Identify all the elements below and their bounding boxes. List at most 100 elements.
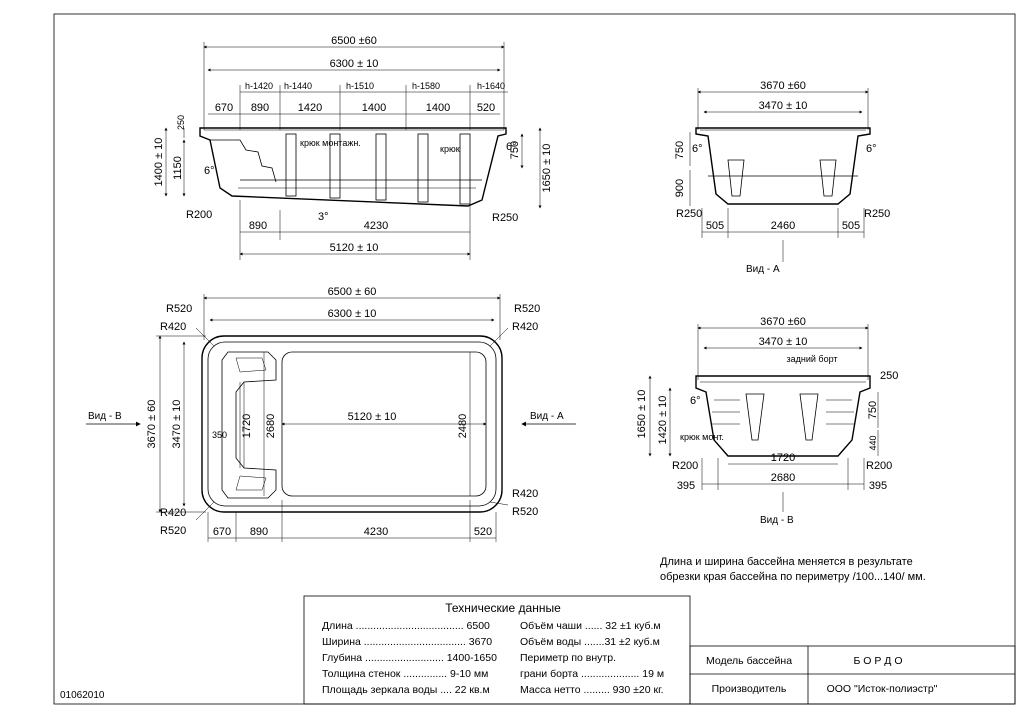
plan-bot-520: 520 [474, 526, 492, 538]
side-rim-250: 250 [176, 115, 186, 130]
a-900: 900 [674, 179, 686, 197]
b-1420: 1420 ± 10 [657, 396, 669, 445]
title-block: Модель бассейна Б О Р Д О Производитель … [689, 645, 1016, 705]
plan-dim-2480: 2480 [457, 414, 469, 438]
b-angle: 6° [690, 395, 701, 407]
spec-left-3: Глубина ........................... 1400… [322, 652, 497, 664]
side-overall-length: 6500 ±60 [331, 35, 377, 47]
a-bot-1: 505 [706, 220, 724, 232]
hook-label: крюк [440, 144, 460, 154]
b-back-wall: задний борт [787, 354, 838, 364]
step-h-2: h-1440 [284, 81, 312, 91]
model-label: Модель бассейна [706, 655, 792, 667]
side-right-1650: 1650 ± 10 [541, 144, 553, 193]
plan-tr-r520: R520 [514, 303, 540, 315]
side-seg-4: 1400 [362, 102, 386, 114]
plan-bot-4230: 4230 [364, 526, 388, 538]
plan-inner-length: 6300 ± 10 [328, 308, 377, 320]
side-inner-length: 6300 ± 10 [330, 58, 379, 70]
side-bottom-total: 5120 ± 10 [330, 242, 379, 254]
side-bottom-4230: 4230 [364, 220, 388, 232]
side-seg-3: 1420 [298, 102, 322, 114]
a-overall: 3670 ±60 [760, 80, 806, 92]
b-250: 250 [880, 370, 898, 382]
plan-view-b-label: Вид - В [88, 411, 122, 422]
b-inner-seg: 1720 [771, 452, 795, 464]
a-r-right: R250 [864, 208, 890, 220]
end-view-b: 3670 ±60 3470 ± 10 задний борт 250 1650 … [636, 316, 898, 526]
a-bot-2: 2460 [771, 220, 795, 232]
note-line-2: обрезки края бассейна по периметру /100.… [660, 571, 926, 583]
step-h-3: h-1510 [346, 81, 374, 91]
spec-left-5: Площадь зеркала воды .... 22 кв.м [322, 684, 490, 696]
a-750: 750 [674, 141, 686, 159]
plan-tl-r420: R420 [160, 321, 186, 333]
b-440: 440 [868, 435, 878, 450]
a-angle-right: 6° [866, 143, 877, 155]
b-750: 750 [867, 401, 879, 419]
plan-bot-670: 670 [213, 526, 231, 538]
spec-left-2: Ширина .................................… [322, 636, 492, 648]
b-bot-3: 395 [869, 480, 887, 492]
a-caption: Вид - А [746, 264, 780, 275]
a-inner: 3470 ± 10 [759, 100, 808, 112]
spec-right-4: грани борта .................... 19 м [520, 668, 664, 680]
plan-tr-r420: R420 [512, 321, 538, 333]
b-bot-1: 395 [677, 480, 695, 492]
model-value: Б О Р Д О [853, 655, 902, 667]
b-bot-2: 2680 [771, 472, 795, 484]
side-seg-2: 890 [251, 102, 269, 114]
note-line-1: Длина и ширина бассейна меняется в резул… [660, 556, 913, 568]
side-r-left: R200 [186, 209, 212, 221]
spec-left-4: Толщина стенок ............... 9-10 мм [322, 668, 488, 680]
step-h-4: h-1580 [412, 81, 440, 91]
maker-label: Производитель [712, 683, 787, 695]
side-view: 6500 ±60 6300 ± 10 h-1420 h-1440 h-1510 … [153, 35, 553, 260]
plan-bl-r520: R520 [160, 525, 186, 537]
plan-bl-r420: R420 [160, 507, 186, 519]
spec-right-3: Периметр по внутр. [520, 652, 616, 664]
doc-code: 01062010 [60, 690, 105, 701]
a-bot-3: 505 [842, 220, 860, 232]
a-angle-left: 6° [692, 143, 703, 155]
a-r-left: R250 [676, 208, 702, 220]
spec-left-1: Длина ..................................… [322, 620, 490, 632]
b-caption: Вид - В [760, 515, 794, 526]
plan-view: 6500 ± 60 6300 ± 10 R520 R420 R520 R420 … [86, 286, 576, 542]
side-right-750: 750 [509, 141, 521, 159]
spec-title: Технические данные [445, 601, 561, 615]
b-mount: крюк монт. [680, 432, 724, 442]
side-seg-6: 520 [477, 102, 495, 114]
side-seg-5: 1400 [426, 102, 450, 114]
side-depth-1400: 1400 ± 10 [153, 138, 165, 187]
maker-value: ООО "Исток-полиэстр" [827, 683, 938, 695]
plan-view-a-label: Вид - А [530, 411, 564, 422]
step-h-1: h-1420 [245, 81, 273, 91]
plan-bot-890: 890 [250, 526, 268, 538]
plan-overall-width: 3670 ± 60 [146, 400, 158, 449]
spec-right-1: Объём чаши ...... 32 ±1 куб.м [520, 620, 661, 632]
plan-dim-1720: 1720 [241, 414, 253, 438]
side-r-right: R250 [492, 212, 518, 224]
spec-right-2: Объём воды .......31 ±2 куб.м [520, 636, 660, 648]
side-bottom-890: 890 [249, 220, 267, 232]
b-r-left: R200 [672, 460, 698, 472]
plan-br-r520: R520 [512, 506, 538, 518]
b-inner: 3470 ± 10 [759, 336, 808, 348]
plan-br-r420: R420 [512, 488, 538, 500]
step-h-5: h-1640 [477, 81, 505, 91]
spec-right-5: Масса нетто ......... 930 ±20 кг. [520, 684, 664, 696]
plan-overall-length: 6500 ± 60 [328, 286, 377, 298]
plan-dim-350: 350 [212, 430, 227, 440]
spec-table: Технические данные Длина ...............… [303, 595, 691, 705]
side-angle-left: 6° [204, 165, 215, 177]
side-floor-angle: 3° [318, 211, 329, 223]
mount-hook-label: крюк монтажн. [300, 138, 361, 148]
b-overall: 3670 ±60 [760, 316, 806, 328]
b-1650: 1650 ± 10 [636, 390, 648, 439]
side-depth-1150: 1150 [172, 156, 184, 180]
plan-tl-r520: R520 [166, 303, 192, 315]
plan-inner-width: 3470 ± 10 [171, 400, 183, 449]
